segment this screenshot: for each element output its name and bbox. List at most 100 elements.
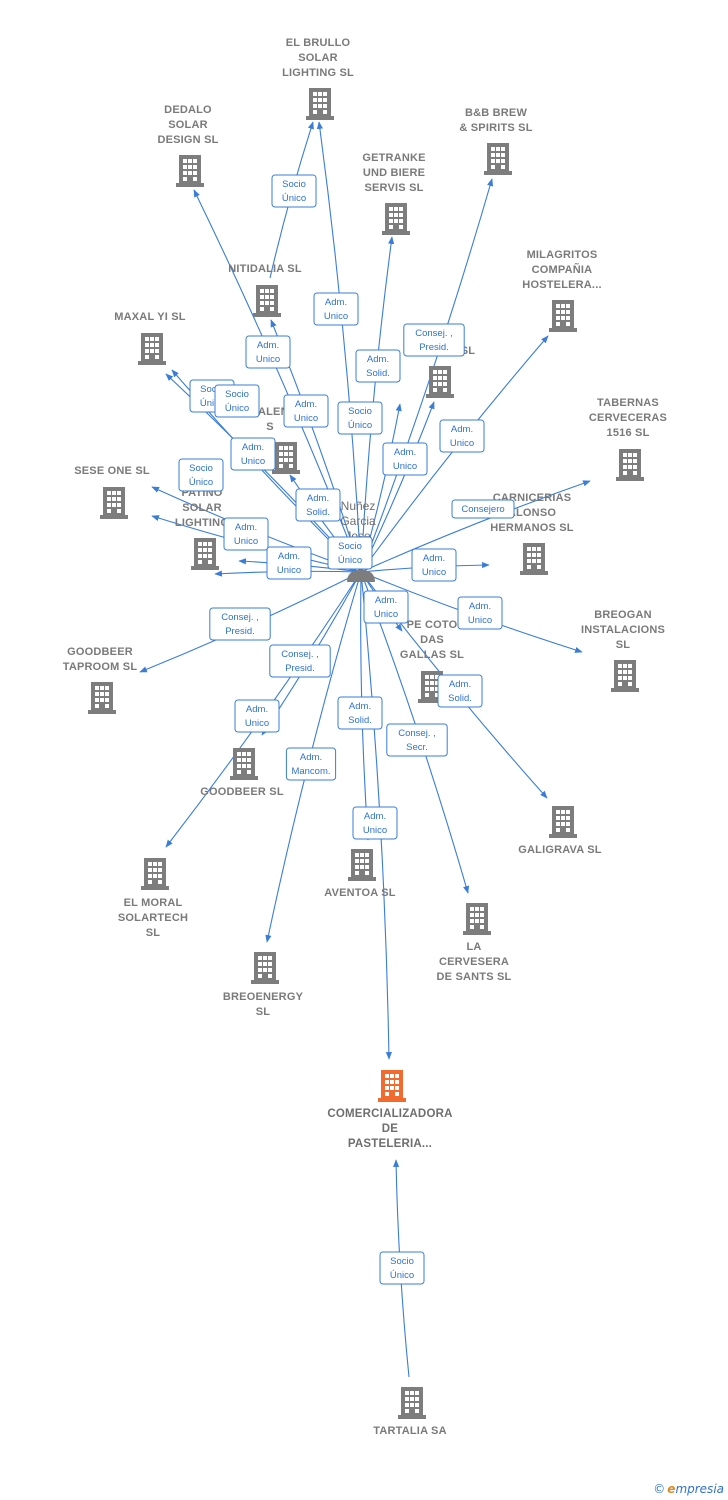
company-node-goodbeer[interactable]: GOODBEER SL: [200, 748, 284, 798]
company-node-maxal[interactable]: MAXAL YI SL: [114, 311, 186, 365]
company-name-line: GALIGRAVA SL: [518, 844, 602, 856]
building-icon: [463, 903, 491, 935]
relation-label-el-moral[interactable]: Adm.Unico: [234, 699, 280, 733]
company-name-line: TAPROOM SL: [63, 661, 138, 673]
building-icon: [138, 333, 166, 365]
relation-label-text: Adm.: [349, 701, 371, 712]
relation-label-galigrava[interactable]: Adm.Solid.: [437, 674, 483, 708]
relation-label-comercializadora[interactable]: Adm.Unico: [352, 806, 398, 840]
relation-label-dedalo[interactable]: Adm.Unico: [245, 335, 291, 369]
company-node-sese-one[interactable]: SESE ONE SL: [74, 465, 150, 519]
brand-name: mpresia: [675, 1482, 724, 1496]
relation-label-sese-one[interactable]: Adm.Unico: [223, 517, 269, 551]
relation-label-bb-brew[interactable]: Consej. ,Presid.: [403, 323, 465, 357]
relation-label-patino[interactable]: Adm.Unico: [230, 437, 276, 471]
company-name-line: COMERCIALIZADORA: [327, 1108, 452, 1120]
company-node-comercializadora[interactable]: COMERCIALIZADORADEPASTELERIA...: [327, 1070, 452, 1150]
company-name-line: DEDALO: [164, 104, 212, 116]
relation-label-box: [209, 607, 271, 641]
relation-label-text: Solid.: [448, 693, 472, 704]
relation-label-text: Unico: [374, 609, 398, 620]
company-name-line: DESIGN SL: [157, 134, 218, 146]
company-name-line: SESE ONE SL: [74, 465, 150, 477]
company-name-line: INSTALACIONS: [581, 624, 665, 636]
relation-label-text: Mancom.: [291, 766, 330, 777]
building-icon: [549, 806, 577, 838]
relation-label-text: Unico: [324, 311, 348, 322]
building-icon: [616, 449, 644, 481]
relation-label-goodbeer-taproom[interactable]: Consej. ,Presid.: [209, 607, 271, 641]
relation-label-carnicerias[interactable]: Adm.Unico: [411, 548, 457, 582]
company-node-getranke[interactable]: GETRANKE UND BIERE SERVIS SL: [362, 152, 425, 235]
company-name-line: UND BIERE: [363, 167, 425, 179]
relation-label-breoenergy[interactable]: Adm.Mancom.: [285, 747, 337, 781]
relation-label-text: Único: [390, 1270, 414, 1281]
building-icon: [251, 952, 279, 984]
building-icon: [272, 442, 300, 474]
company-name-line: LIGHTING: [175, 517, 229, 529]
person-icon: [347, 570, 375, 582]
relation-label-text: Adm.: [469, 601, 491, 612]
relation-label-breogan[interactable]: Adm.Unico: [457, 596, 503, 630]
relation-label-milagritos[interactable]: Adm.Unico: [439, 419, 485, 453]
relation-label-text: Presid.: [285, 663, 315, 674]
relation-label-pe-coto[interactable]: Adm.Unico: [363, 590, 409, 624]
relation-label-text: Presid.: [225, 626, 255, 637]
relation-label-la-cervesera[interactable]: Consej. ,Secr.: [386, 723, 448, 757]
relation-label-getranke[interactable]: Adm.Solid.: [355, 349, 401, 383]
company-node-aventoa[interactable]: AVENTOA SL: [324, 849, 396, 899]
company-name-line: SL: [256, 1006, 271, 1018]
relation-label-tabernas[interactable]: Consejero: [451, 499, 515, 519]
person-name-line: Garcia: [340, 514, 376, 528]
relation-label-box: [295, 488, 341, 522]
relation-label-text: Unico: [277, 565, 301, 576]
relation-edges: [139, 121, 591, 1378]
company-node-tartalia[interactable]: TARTALIA SA: [373, 1387, 447, 1437]
relation-label-text: Presid.: [419, 342, 449, 353]
company-name-line: CERVECERAS: [589, 412, 667, 424]
relation-label-text: Unico: [450, 438, 474, 449]
relation-label-box: [234, 699, 280, 733]
building-icon: [611, 660, 639, 692]
relation-label-goodbeer[interactable]: Consej. , Presid.: [269, 644, 331, 678]
relation-label-aventoa[interactable]: Adm. Solid.: [337, 696, 383, 730]
company-name-line: EL BRULLO: [286, 37, 351, 49]
person-name-line: Nuñez: [341, 499, 376, 513]
relation-label-el-brullo[interactable]: Adm.Unico: [313, 292, 359, 326]
company-node-milagritos[interactable]: MILAGRITOSCOMPAÑIAHOSTELERA...: [522, 249, 602, 332]
company-name-line: LIGHTING SL: [282, 67, 354, 79]
relation-label-nitidalia[interactable]: Adm.Solid.: [295, 488, 341, 522]
relation-edge-dedalo: [193, 189, 362, 573]
company-node-bb-brew[interactable]: B&B BREW& SPIRITS SL: [459, 107, 533, 175]
company-name-line: GETRANKE: [362, 152, 425, 164]
relation-label-text: Consej. ,: [281, 649, 319, 660]
relation-label-text: Solid.: [348, 715, 372, 726]
building-icon: [382, 203, 410, 235]
company-name-line: BREOGAN: [594, 609, 652, 621]
company-node-nitidalia[interactable]: NITIDALIA SL: [228, 263, 302, 317]
relation-label-valen[interactable]: Adm.Unico: [283, 394, 329, 428]
relation-label-hidden-sl[interactable]: Adm.Unico: [382, 442, 428, 476]
company-name-line: SERVIS SL: [364, 182, 423, 194]
empresia-credit[interactable]: ©empresia: [653, 1482, 724, 1496]
relation-label-patino[interactable]: Adm.Unico: [266, 546, 312, 580]
company-node-galigrava[interactable]: GALIGRAVA SL: [518, 806, 602, 856]
